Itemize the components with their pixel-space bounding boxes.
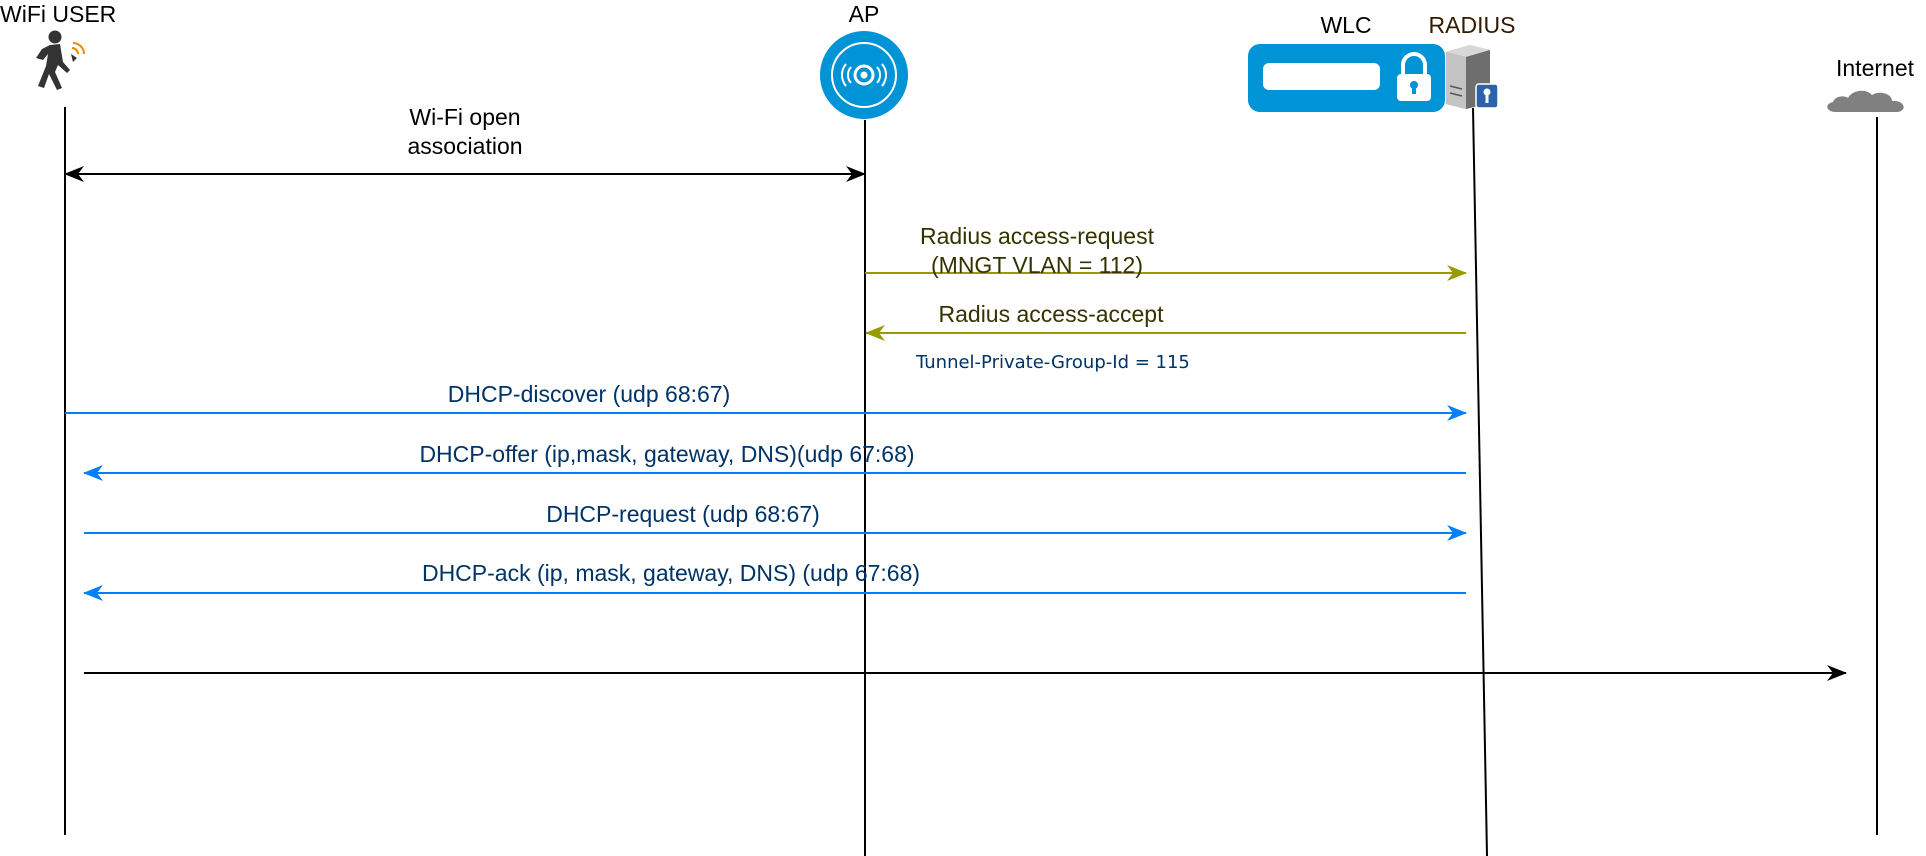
wireless-lan-controller-icon xyxy=(1248,44,1445,112)
label-radius-request-line1: Radius access-request xyxy=(920,223,1154,249)
node-label-wlc: WLC xyxy=(1320,12,1372,38)
label-wifi-association-line2: association xyxy=(407,133,523,159)
label-dhcp-discover: DHCP-discover (udp 68:67) xyxy=(447,381,731,407)
lifeline-radius xyxy=(1472,107,1488,856)
walking-person-wifi-icon xyxy=(36,30,85,90)
node-label-ap: AP xyxy=(848,1,880,27)
label-radius-request-line2: (MNGT VLAN = 112) xyxy=(931,252,1143,278)
label-dhcp-request: DHCP-request (udp 68:67) xyxy=(546,501,820,527)
label-radius-request: Radius access-request (MNGT VLAN = 112) xyxy=(920,222,1154,280)
label-dhcp-ack: DHCP-ack (ip, mask, gateway, DNS) (udp 6… xyxy=(421,560,921,586)
label-wifi-association: Wi-Fi open association xyxy=(407,103,522,161)
cloud-icon xyxy=(1827,90,1904,112)
label-tunnel-attribute: Tunnel-Private-Group-Id = 115 xyxy=(916,352,1190,373)
access-point-icon xyxy=(820,31,908,119)
node-label-internet: Internet xyxy=(1836,55,1914,81)
node-label-radius: RADIUS xyxy=(1428,12,1516,38)
radius-server-icon xyxy=(1446,45,1499,109)
label-wifi-association-line1: Wi-Fi open xyxy=(409,104,521,130)
label-radius-accept: Radius access-accept xyxy=(938,301,1164,327)
label-dhcp-offer: DHCP-offer (ip,mask, gateway, DNS)(udp 6… xyxy=(419,441,915,467)
node-label-wifi-user: WiFi USER xyxy=(0,1,117,27)
